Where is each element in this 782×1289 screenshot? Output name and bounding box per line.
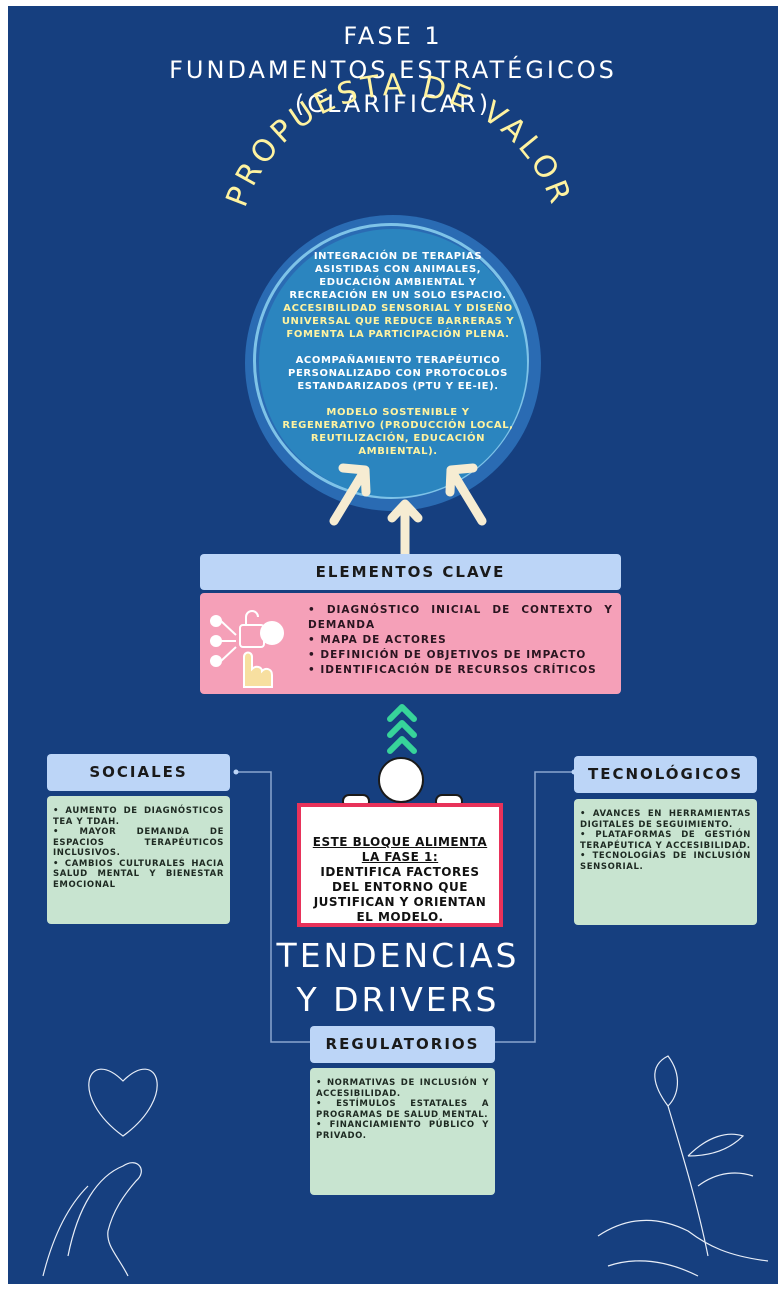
value-item-4: Modelo sostenible y regenerativo (produc…: [282, 407, 514, 457]
tech-header: TECNOLÓGICOS: [574, 756, 757, 793]
arrow-center-icon: [387, 499, 423, 559]
phase-title: FASE 1: [343, 22, 443, 50]
list-item: Mapa de actores: [308, 633, 613, 648]
list-item: Avances en herramientas digitales de seg…: [580, 809, 751, 830]
heart-hand-icon: [42, 1068, 158, 1277]
list-item: Mayor demanda de espacios terapéuticos i…: [53, 827, 224, 859]
list-item: Normativas de inclusión y accesibilidad.: [316, 1078, 489, 1099]
key-elements-list: Diagnóstico inicial de contexto y demand…: [308, 603, 613, 678]
chevron-up-icon: [387, 720, 417, 738]
touch-screen-icon: [210, 610, 284, 688]
connector-social: [236, 771, 310, 1043]
arrow-right-icon: [445, 463, 487, 526]
connector-tech: [495, 771, 574, 1043]
center-note-box: Este bloque alimenta la Fase 1: Identifi…: [297, 803, 503, 927]
value-item-1: Integración de terapias asistidas con an…: [289, 251, 507, 301]
value-proposition-circle: [245, 215, 541, 511]
phase-subtitle: FUNDAMENTOS ESTRATÉGICOS: [169, 56, 617, 84]
regulatory-panel: Normativas de inclusión y accesibilidad.…: [310, 1068, 495, 1195]
list-item: Definición de objetivos de impacto: [308, 648, 613, 663]
list-item: Aumento de diagnósticos TEA y TDAH.: [53, 806, 224, 827]
key-elements-header: ELEMENTOS CLAVE: [200, 554, 621, 590]
trends-title: TENDENCIAS: [276, 936, 520, 975]
circle-inner: [259, 229, 527, 497]
list-item: Financiamiento público y privado.: [316, 1120, 489, 1141]
key-elements-panel: Diagnóstico inicial de contexto y demand…: [200, 593, 621, 694]
center-note-body: Identifica factores del entorno que just…: [313, 865, 487, 924]
list-item: Diagnóstico inicial de contexto y demand…: [308, 603, 613, 633]
value-proposition-title-arc: PROPUESTA DE VALOR: [220, 68, 575, 212]
chevron-up-icon: [387, 736, 417, 754]
center-note-heading: Este bloque alimenta la Fase 1:: [312, 835, 488, 864]
phase-qualifier: (CLARIFICAR): [294, 90, 492, 118]
social-header: SOCIALES: [47, 754, 230, 791]
trends-subtitle: Y DRIVERS: [296, 980, 500, 1019]
value-item-2: Accesibilidad sensorial y diseño univers…: [281, 303, 515, 340]
chevron-up-icon: [387, 704, 417, 722]
diagram-connectors: [42, 463, 769, 1277]
list-item: Plataformas de gestión terapéutica y acc…: [580, 830, 751, 851]
arrow-left-icon: [329, 463, 371, 526]
plant-hand-icon: [597, 1055, 769, 1277]
social-list: Aumento de diagnósticos TEA y TDAH. Mayo…: [53, 806, 224, 890]
regulatory-header: REGULATORIOS: [310, 1026, 495, 1063]
list-item: Tecnologías de inclusión sensorial.: [580, 851, 751, 872]
figure-head-icon: [342, 757, 463, 809]
value-item-3: Acompañamiento terapéutico personalizado…: [288, 355, 508, 392]
list-item: Cambios culturales hacia salud mental y …: [53, 859, 224, 891]
list-item: Identificación de recursos críticos: [308, 663, 613, 678]
social-panel: Aumento de diagnósticos TEA y TDAH. Mayo…: [47, 796, 230, 924]
circle-ring: [253, 223, 529, 499]
tech-panel: Avances en herramientas digitales de seg…: [574, 799, 757, 925]
regulatory-list: Normativas de inclusión y accesibilidad.…: [316, 1078, 489, 1141]
list-item: Estímulos estatales a programas de salud…: [316, 1099, 489, 1120]
infographic-canvas: FASE 1 FUNDAMENTOS ESTRATÉGICOS (CLARIFI…: [8, 6, 778, 1284]
tech-list: Avances en herramientas digitales de seg…: [580, 809, 751, 872]
